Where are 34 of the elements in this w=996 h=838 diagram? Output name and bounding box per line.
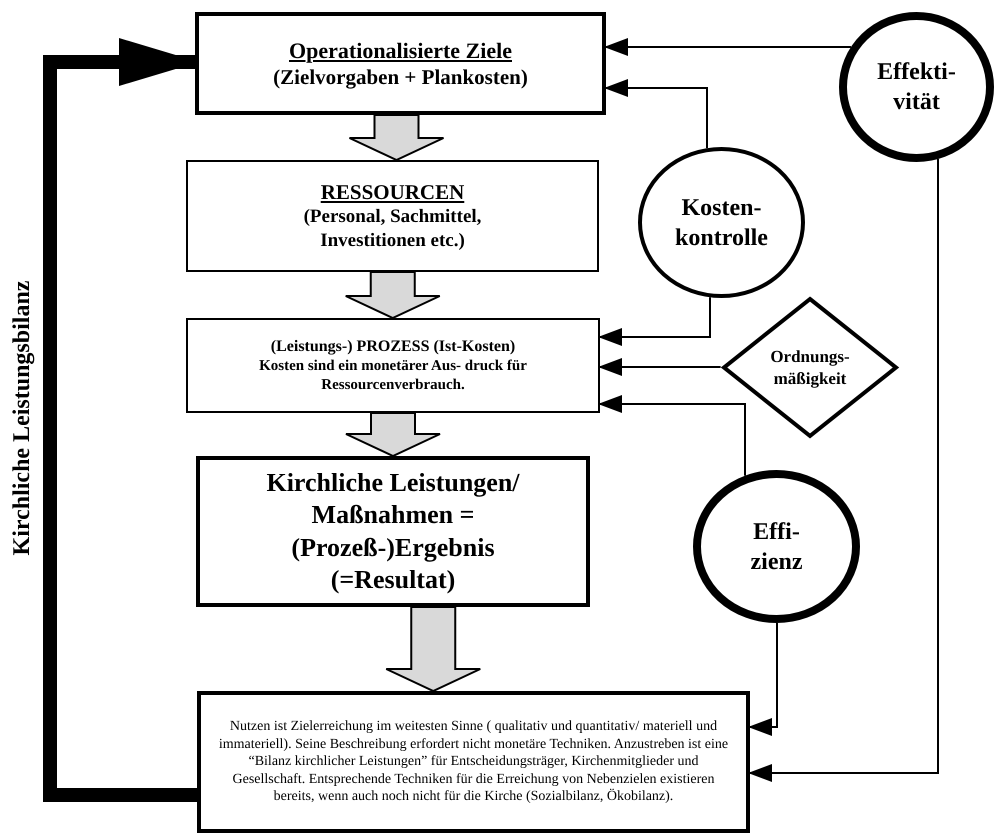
criterion-label: Effi- zienz <box>750 518 804 576</box>
arrow <box>604 79 708 148</box>
arrow <box>748 623 778 736</box>
criterion-circle <box>638 147 805 298</box>
block-arrow <box>348 114 444 162</box>
arrow <box>598 358 721 376</box>
box-heading: Operationalisierte Ziele <box>289 36 512 64</box>
arrow <box>598 297 711 346</box>
criterion-label: Kosten- kontrolle <box>674 194 769 252</box>
box-text: Kirchliche Leistungen/ Maßnahmen = (Prozeß-)Ergebnis (=Resultat) <box>265 466 521 596</box>
benefit-box <box>197 691 750 833</box>
arrow <box>604 38 851 56</box>
process-box <box>186 318 600 413</box>
block-arrow <box>344 271 441 320</box>
criterion-label: Effekti- vität <box>876 58 957 117</box>
process-box <box>186 160 599 272</box>
criterion-circle <box>839 12 994 162</box>
edge-label: Kirchliche Leistungsbilanz <box>8 280 36 558</box>
box-text: Kosten sind ein monetärer Aus- druck für Ressourcenverbrauch. <box>258 356 528 394</box>
criterion-label: Ordnungs- mäßigkeit <box>769 346 851 389</box>
box-heading: (Leistungs-) PROZESS (Ist-Kosten) <box>270 336 516 357</box>
block-arrow <box>385 606 482 692</box>
feedback-arrow <box>43 38 199 802</box>
criterion-circle <box>693 470 860 623</box>
box-text: (Personal, Sachmittel, Investitionen etc.) <box>302 205 482 253</box>
result-box <box>196 456 590 607</box>
criterion-diamond <box>720 295 900 440</box>
block-arrow <box>345 412 441 458</box>
arrow <box>748 159 939 782</box>
box-text: Nutzen ist Zielerreichung im weitesten Sinne ( qualitativ und quantitativ/ materiell und immateriell). Seine Beschreibung erfordert nicht monetäre Techniken. Anzustreben ist eine “Bilanz kirchlicher Leistungen” für Entscheidungsträger, Kirchenmitglieder und Gesellschaft. Entsprechende Techniken für die Erreichung von Nebenzielen existieren bereits, wenn auch noch nicht für die Kirche (Sozialbilanz, Ökobilanz). <box>218 718 730 806</box>
arrow <box>598 395 746 476</box>
box-heading: RESSOURCEN <box>320 179 464 206</box>
process-box <box>195 12 606 115</box>
box-text: (Zielvorgaben + Plankosten) <box>273 64 528 90</box>
